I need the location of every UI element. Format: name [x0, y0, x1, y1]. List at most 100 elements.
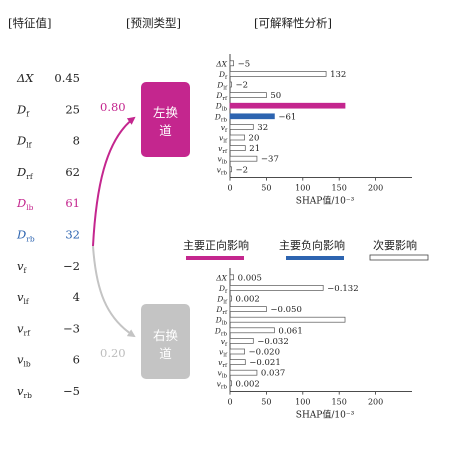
category-label: vrf [218, 144, 228, 155]
legend-secondary-swatch [369, 254, 429, 261]
bar [229, 60, 234, 67]
legend-secondary-label: 次要影响 [373, 238, 417, 252]
bar-value-label: −0.020 [249, 348, 280, 358]
legend-primary-neg-label: 主要负向影响 [279, 238, 345, 252]
x-tick-label: 0 [227, 184, 232, 193]
bar-value-label: 0.002 [236, 379, 260, 389]
feature-value: 25 [65, 102, 80, 116]
category-label: ΔX [215, 273, 227, 282]
category-label: vf [221, 337, 228, 348]
bar [229, 113, 275, 120]
bar-value-label: −37 [261, 155, 279, 165]
category-label: vrf [218, 358, 228, 369]
bar [229, 166, 232, 173]
x-tick-label: 100 [295, 184, 310, 193]
bar [229, 155, 258, 162]
right-box-line1: 右换 [153, 328, 179, 343]
feature-name: Dlf [16, 134, 33, 150]
bar [229, 102, 346, 109]
bar-value-label: −61 [278, 112, 296, 122]
bar-value-label: 0.037 [261, 369, 285, 379]
feature-value: 6 [73, 353, 80, 367]
feature-name: vrf [17, 321, 31, 337]
legend-primary-neg-swatch [286, 256, 344, 260]
feature-value: 4 [73, 290, 80, 304]
legend: 主要正向影响 主要负向影响 次要影响 [183, 238, 429, 261]
feature-value: 8 [73, 134, 80, 148]
bar-value-label: −0.021 [249, 358, 280, 368]
left-box-line1: 左换 [153, 105, 179, 120]
x-tick-label: 200 [368, 184, 383, 193]
feature-value: −3 [63, 321, 80, 335]
feature-name: vf [17, 259, 28, 275]
x-tick-label: 50 [261, 184, 271, 193]
category-label: vlb [217, 155, 227, 166]
legend-primary-pos-label: 主要正向影响 [183, 238, 249, 252]
bar [229, 316, 346, 323]
legend-primary-pos-swatch [186, 256, 244, 260]
bar-value-label: 132 [330, 70, 346, 80]
left-probability: 0.80 [100, 100, 126, 114]
bar [229, 145, 246, 151]
bar-value-label: 0.061 [278, 326, 302, 336]
feature-name: vrb [17, 384, 32, 400]
category-label: Dlf [216, 295, 228, 306]
category-label: vrb [217, 165, 228, 176]
feature-name: Df [16, 102, 30, 118]
bar [229, 306, 267, 312]
x-axis-title: SHAP值/10⁻³ [296, 195, 355, 207]
bar [229, 285, 324, 291]
x-tick-label: 150 [332, 184, 347, 193]
feature-value: 62 [65, 165, 80, 179]
category-label: Drf [215, 91, 228, 102]
x-tick-label: 150 [332, 398, 347, 407]
bar-value-label: 20 [249, 134, 260, 144]
category-label: vrb [217, 379, 228, 390]
header-explain: [可解释性分析] [254, 16, 332, 30]
feature-value: 61 [65, 196, 80, 210]
x-tick-label: 200 [368, 398, 383, 407]
bar [229, 92, 267, 98]
header-features: [特征值] [8, 16, 51, 30]
category-label: Drf [215, 305, 228, 316]
bar [229, 124, 254, 130]
bar-value-label: −0.032 [257, 337, 288, 347]
x-tick-label: 50 [261, 398, 271, 407]
bar [229, 134, 245, 141]
category-label: Dlb [215, 316, 228, 327]
bar [229, 327, 275, 334]
right-box-line2: 道 [159, 346, 172, 361]
arrow-to-right-lane-change [92, 245, 136, 338]
bar [229, 380, 232, 387]
feature-name: Dlb [16, 196, 34, 212]
right-lane-change-box: 右换 道 [141, 304, 190, 379]
header-prediction: [预测类型] [126, 16, 181, 30]
x-tick-label: 0 [227, 398, 232, 407]
feature-name: Drf [16, 165, 34, 181]
arrow-to-left-lane-change [92, 116, 136, 247]
bar-value-label: −0.050 [270, 305, 301, 315]
bar-value-label: 21 [249, 144, 260, 154]
category-label: vf [221, 123, 228, 134]
bar-value-label: 0.002 [236, 295, 260, 305]
feature-name: vlf [17, 290, 30, 306]
category-label: vlb [217, 369, 227, 380]
category-label: ΔX [215, 59, 227, 68]
category-label: Dlb [215, 102, 228, 113]
feature-value: −2 [63, 259, 80, 273]
category-label: Dlf [216, 81, 228, 92]
category-label: Df [218, 284, 228, 295]
bar [229, 359, 246, 365]
bar [229, 369, 258, 376]
x-tick-label: 100 [295, 398, 310, 407]
bar-value-label: −2 [236, 81, 249, 91]
feature-name: Drb [16, 228, 35, 244]
bar-value-label: −0.132 [327, 284, 358, 294]
category-label: vlf [219, 348, 228, 359]
feature-name: vlb [17, 353, 31, 369]
bar-value-label: −5 [238, 59, 251, 69]
left-box-line2: 道 [159, 123, 172, 138]
